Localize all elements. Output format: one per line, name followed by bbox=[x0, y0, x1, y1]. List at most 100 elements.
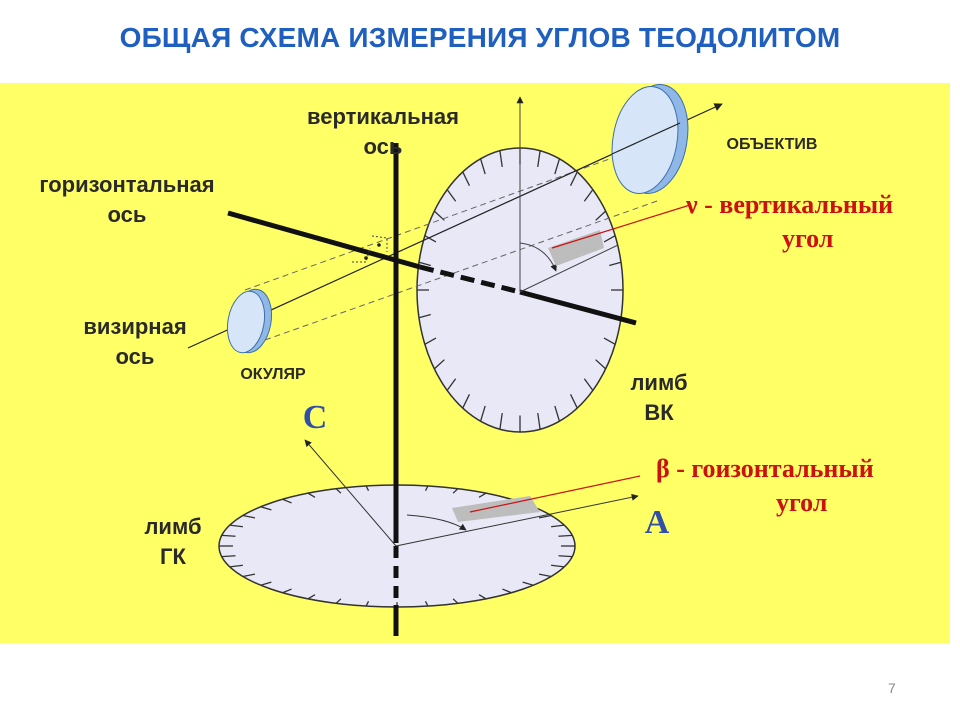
vertical-circle-tick bbox=[603, 337, 616, 345]
vertical-circle-tick bbox=[537, 412, 541, 430]
vertical-circle-tick bbox=[433, 359, 445, 370]
horizontal-circle-tick bbox=[452, 488, 459, 494]
vertical-circle-tick bbox=[424, 337, 437, 345]
sight-axis-label-line2: ось bbox=[115, 344, 155, 369]
vertical-circle-tick bbox=[595, 359, 607, 370]
vertical-circle-tick bbox=[609, 261, 622, 267]
horizontal-angle-label-line1: β - гоизонтальный bbox=[656, 454, 874, 483]
vertical-circle-tick bbox=[418, 313, 431, 319]
vertical-circle-tick bbox=[583, 189, 594, 202]
vertical-circle-label-line2: ВК bbox=[644, 400, 674, 425]
horizontal-axis-label: горизонтальная ось bbox=[2, 170, 252, 230]
horizontal-circle-tick bbox=[282, 588, 292, 594]
vc-angle-highlight bbox=[548, 230, 604, 266]
sight-axis-label: визирная ось bbox=[50, 312, 220, 372]
horizontal-circle-label-line1: лимб bbox=[144, 514, 202, 539]
horizontal-circle-tick bbox=[260, 581, 272, 586]
vertical-axis-label-line2: ось bbox=[363, 134, 403, 159]
horizontal-circle-tick bbox=[478, 492, 487, 498]
vertical-circle-tick bbox=[479, 158, 486, 175]
vertical-circle-tick bbox=[462, 171, 471, 186]
vertical-angle-label-line1: ν - вертикальный bbox=[686, 190, 894, 219]
vertical-axis-label: вертикальная ось bbox=[278, 102, 488, 162]
hc-direction-to-c bbox=[304, 439, 397, 547]
vc-sight-direction bbox=[519, 244, 619, 293]
hc-angle-highlight bbox=[452, 496, 540, 522]
horizontal-circle-tick bbox=[558, 555, 573, 558]
sight-axis-through-objective bbox=[611, 122, 681, 155]
vertical-angle-label-line2: угол bbox=[782, 224, 834, 253]
horizontal-axis-label-line1: горизонтальная bbox=[39, 172, 215, 197]
horizontal-circle-tick bbox=[365, 601, 370, 607]
vertical-circle-tick bbox=[446, 189, 457, 202]
horizontal-circle-tick bbox=[558, 534, 573, 537]
right-angle-marker bbox=[371, 235, 388, 252]
vertical-circle-tick bbox=[446, 378, 457, 391]
diagram-panel bbox=[0, 83, 950, 643]
horizontal-circle-tick bbox=[335, 598, 342, 604]
objective-label: ОБЪЕКТИВ bbox=[726, 136, 818, 153]
sight-axis-label-line1: визирная bbox=[83, 314, 187, 339]
point-a-label: А bbox=[644, 504, 670, 541]
horizontal-circle-tick bbox=[551, 524, 565, 528]
horizontal-circle-tick bbox=[221, 555, 236, 558]
horizontal-circle-tick bbox=[502, 588, 512, 594]
eyepiece-label: ОКУЛЯР bbox=[240, 366, 306, 383]
right-angle-dot-2 bbox=[364, 256, 368, 260]
vertical-circle-tick bbox=[418, 261, 431, 267]
vc-angle-arc bbox=[519, 242, 557, 272]
vertical-circle-tick bbox=[569, 394, 578, 409]
horizontal-circle-tick bbox=[229, 564, 243, 568]
hc-direction-to-a bbox=[395, 493, 639, 547]
horizontal-circle-tick bbox=[242, 573, 256, 578]
horizontal-axis-label-line2: ось bbox=[107, 202, 147, 227]
vertical-circle-tick bbox=[554, 405, 561, 422]
horizontal-circle-tick bbox=[424, 485, 429, 491]
hc-angle-arc bbox=[406, 514, 467, 531]
vertical-angle-label: ν - вертикальный угол bbox=[686, 188, 956, 256]
vertical-circle-tick bbox=[499, 150, 503, 168]
vertical-circle-tick bbox=[462, 394, 471, 409]
vertical-circle-tick bbox=[595, 210, 607, 221]
horizontal-circle-tick bbox=[221, 534, 236, 537]
horizontal-circle-tick bbox=[478, 594, 487, 600]
horizontal-angle-label: β - гоизонтальный угол bbox=[656, 452, 956, 520]
horizontal-circle-label-line2: ГК bbox=[160, 544, 186, 569]
vertical-circle-tick bbox=[603, 235, 616, 243]
eyepiece-lens bbox=[226, 290, 266, 354]
horizontal-circle-tick bbox=[522, 581, 534, 586]
vertical-circle-tick bbox=[537, 150, 541, 168]
horizontal-circle-tick bbox=[365, 485, 370, 491]
theodolite-diagram bbox=[187, 84, 723, 636]
horizontal-circle-tick bbox=[538, 573, 552, 578]
horizontal-angle-label-line2: угол bbox=[776, 488, 828, 517]
page-number: 7 bbox=[888, 680, 896, 696]
horizontal-circle-tick bbox=[307, 594, 316, 600]
point-c-label: С bbox=[302, 399, 328, 436]
vertical-circle-tick bbox=[554, 158, 561, 175]
vertical-axis-label-line1: вертикальная bbox=[306, 104, 460, 129]
vertical-circle-tick bbox=[583, 378, 594, 391]
vertical-circle-tick bbox=[424, 235, 437, 243]
slide-title: ОБЩАЯ СХЕМА ИЗМЕРЕНИЯ УГЛОВ ТЕОДОЛИТОМ bbox=[119, 22, 841, 53]
horizontal-circle-tick bbox=[242, 514, 256, 519]
right-angle-marker-2 bbox=[352, 247, 371, 263]
vertical-circle-tick bbox=[569, 171, 578, 186]
horizontal-circle-tick bbox=[335, 488, 342, 494]
vertical-circle-label-line1: лимб bbox=[630, 370, 688, 395]
horizontal-circle-tick bbox=[307, 492, 316, 498]
vc-angle-pointer bbox=[551, 204, 691, 249]
horizontal-circle-tick bbox=[282, 498, 292, 504]
vertical-circle-label: лимб ВК bbox=[604, 368, 714, 428]
vertical-circle-tick bbox=[499, 412, 503, 430]
hc-angle-pointer bbox=[469, 475, 641, 513]
horizontal-axis-end bbox=[519, 289, 637, 326]
horizontal-circle-tick bbox=[229, 524, 243, 528]
horizontal-circle-tick bbox=[538, 514, 552, 519]
right-angle-dot bbox=[377, 243, 381, 247]
objective-lens bbox=[611, 86, 679, 194]
vertical-circle-tick bbox=[479, 405, 486, 422]
horizontal-axis-dashed bbox=[419, 264, 521, 295]
horizontal-circle-tick bbox=[260, 506, 272, 511]
horizontal-circle-tick bbox=[452, 598, 459, 604]
